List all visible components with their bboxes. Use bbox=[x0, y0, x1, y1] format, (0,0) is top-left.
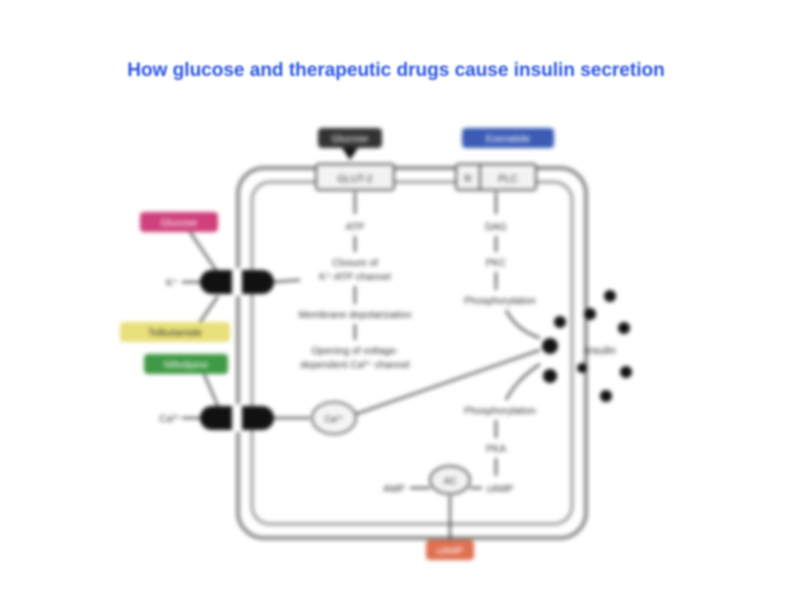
dag-label: DAG bbox=[485, 222, 507, 233]
receptor-right-label: PLC bbox=[498, 174, 517, 185]
nifedipine-tag bbox=[144, 354, 228, 374]
phospho-bottom-label: Phosphorylation bbox=[464, 406, 536, 417]
nifedipine-arrow bbox=[203, 373, 219, 407]
ca-channel-gap bbox=[232, 404, 242, 432]
arrow-ca-to-insulin bbox=[355, 349, 541, 415]
nifedipine-tag-label: Nifedipine bbox=[164, 360, 209, 371]
receptor-left-label: R bbox=[464, 174, 471, 185]
adenylate-cyclase bbox=[429, 465, 471, 495]
tolbutamide-tag-label: Tolbutamide bbox=[148, 328, 202, 339]
phospho-top-label: Phosphorylation bbox=[464, 296, 536, 307]
cell-membrane-outer bbox=[236, 166, 588, 540]
bottom-tag-label: cAMP bbox=[437, 546, 464, 557]
amp-label: AMP bbox=[383, 484, 405, 495]
insulin-granule bbox=[543, 369, 557, 383]
closure-label-line2: K⁺-ATP channel bbox=[319, 272, 391, 283]
pkc-label: PKC bbox=[486, 258, 507, 269]
glucose-tag bbox=[318, 128, 382, 148]
closure-label-line1: Closure of bbox=[332, 258, 378, 269]
insulin-granule bbox=[554, 316, 566, 328]
insulin-secretion-diagram: GLUT-2 Glucose R PLC Exenatide ATP Closu… bbox=[120, 128, 632, 560]
glucose-binder-tag-label: Glucose bbox=[161, 218, 198, 229]
depolarization-label: Membrane depolarization bbox=[299, 310, 412, 321]
insulin-granule bbox=[604, 290, 616, 302]
tolbutamide-tag bbox=[120, 322, 230, 342]
ca-vesicle-label: Ca²⁺ bbox=[324, 414, 344, 424]
ca-vesicle bbox=[311, 401, 357, 435]
insulin-granule bbox=[577, 363, 587, 373]
glucose-binder-arrow bbox=[189, 231, 217, 271]
pka-label: PKA bbox=[486, 444, 506, 455]
camp-label: cAMP bbox=[487, 484, 514, 495]
cell-membrane-inner bbox=[250, 180, 574, 526]
glucose-binder-tag bbox=[140, 212, 218, 232]
insulin-label: Insulin bbox=[584, 345, 616, 357]
atp-label: ATP bbox=[346, 222, 365, 233]
exenatide-tag bbox=[462, 128, 554, 148]
opening-label-line1: Opening of voltage- bbox=[311, 346, 398, 357]
glucose-binding-arrow bbox=[342, 148, 358, 160]
insulin-granule bbox=[600, 390, 612, 402]
slide-title: How glucose and therapeutic drugs cause … bbox=[127, 60, 665, 81]
tolbutamide-arrow bbox=[199, 295, 219, 323]
insulin-granule bbox=[542, 338, 558, 354]
k-channel-to-closure bbox=[273, 279, 301, 283]
insulin-granule bbox=[618, 322, 630, 334]
insulin-granule bbox=[584, 308, 596, 320]
exenatide-tag-label: Exenatide bbox=[486, 134, 531, 145]
bottom-tag bbox=[426, 540, 474, 560]
arrow-phospho-top-to-insulin bbox=[505, 309, 541, 339]
glut2-label: GLUT-2 bbox=[337, 174, 372, 185]
exenatide-receptor bbox=[455, 163, 537, 191]
opening-label-line2: dependent Ca²⁺ channel bbox=[300, 360, 409, 371]
arrow-phospho-bottom-to-insulin bbox=[505, 363, 541, 401]
glucose-tag-label: Glucose bbox=[332, 134, 369, 145]
k-ion-label: K⁺ bbox=[166, 278, 178, 289]
k-atp-channel-gap bbox=[232, 268, 242, 296]
insulin-granule bbox=[620, 366, 632, 378]
ca-ion-label: Ca²⁺ bbox=[159, 414, 180, 425]
ac-label: AC bbox=[444, 476, 457, 486]
glut2-transporter bbox=[315, 163, 395, 191]
